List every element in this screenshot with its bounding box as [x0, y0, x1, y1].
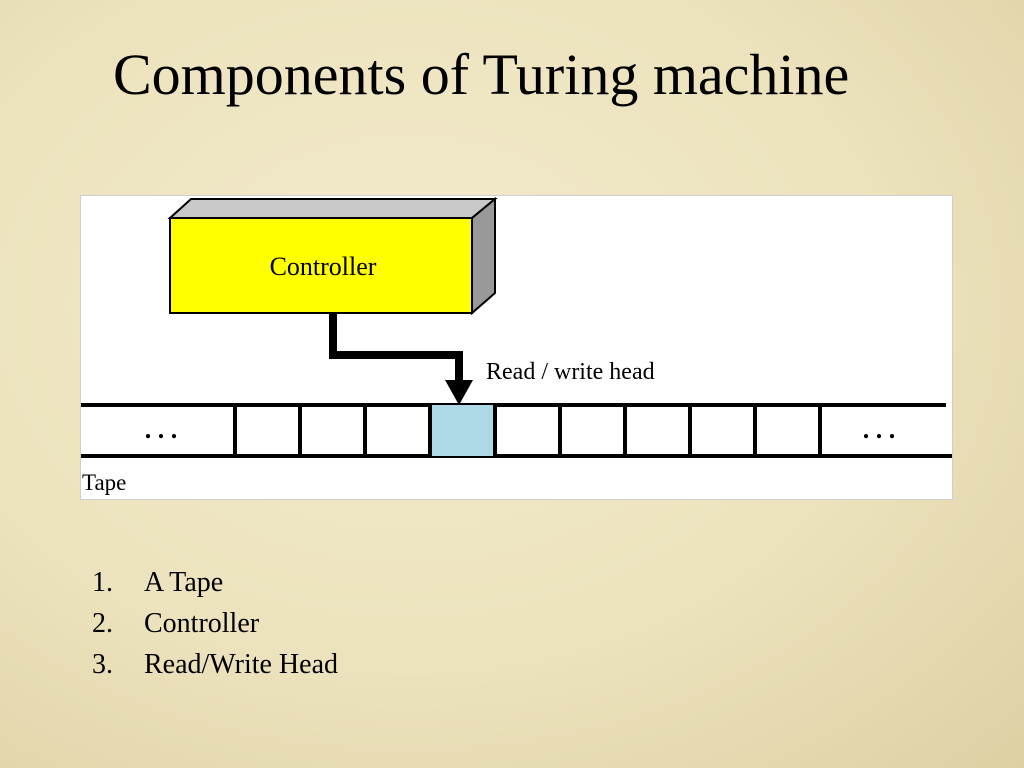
turing-machine-diagram: Controller Read / write head . . . . . .…	[80, 195, 953, 500]
tape-ellipsis-right: . . .	[863, 415, 896, 444]
controller-side-face	[471, 196, 496, 316]
components-list: 1. A Tape 2. Controller 3. Read/Write He…	[92, 562, 338, 685]
list-item-label: Controller	[144, 608, 260, 639]
head-label: Read / write head	[486, 359, 655, 385]
list-item-label: A Tape	[144, 567, 224, 598]
slide-title: Components of Turing machine	[113, 42, 850, 107]
tape-cells	[233, 405, 822, 456]
list-item-number: 2.	[92, 608, 113, 639]
list-item: 2. Controller	[92, 603, 338, 644]
diagram-canvas: Controller Read / write head . . . . . .…	[81, 196, 952, 495]
head-arrow-line	[329, 313, 463, 384]
head-arrow-tip	[445, 380, 473, 405]
list-item-number: 3.	[92, 649, 113, 680]
controller-top-face	[167, 198, 498, 219]
list-item-label: Read/Write Head	[144, 649, 339, 680]
controller-label: Controller	[270, 252, 377, 281]
list-item: 3. Read/Write Head	[92, 644, 338, 685]
list-item-number: 1.	[92, 567, 113, 598]
controller-box	[169, 217, 473, 314]
tape-head-cell	[430, 405, 495, 456]
tape-ellipsis-left: . . .	[145, 415, 178, 444]
list-item: 1. A Tape	[92, 562, 338, 603]
tape-label: Tape	[82, 470, 126, 495]
